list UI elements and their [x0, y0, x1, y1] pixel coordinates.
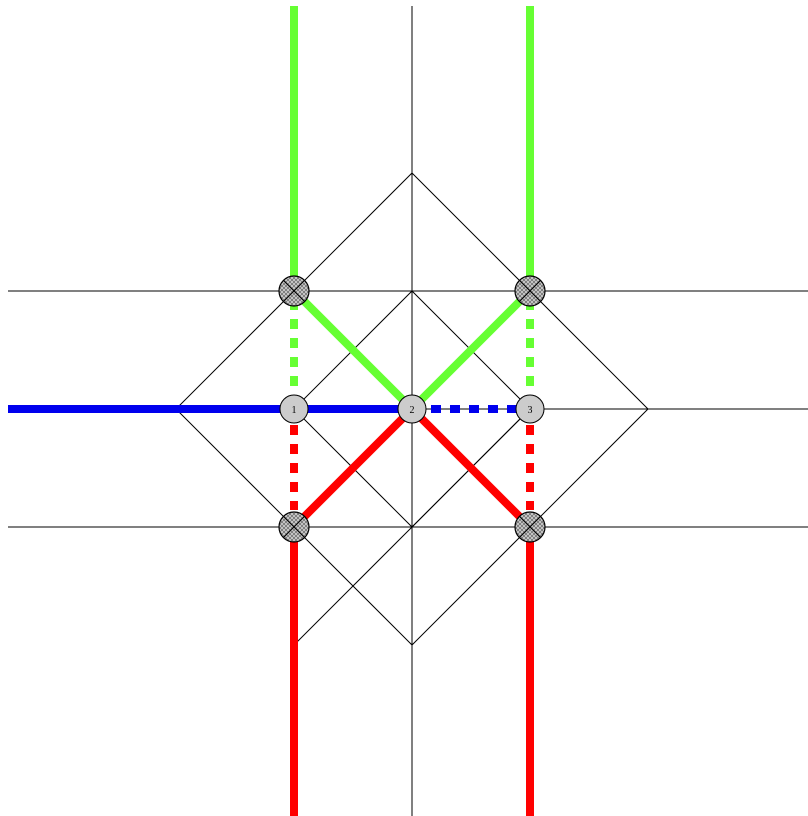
outer-diamond: [175, 172, 649, 646]
crossed-node-top-right: [514, 275, 546, 307]
green-path: [290, 6, 534, 412]
crossed-circle-icon: [283, 516, 305, 538]
green-diagonal-left: [291, 288, 415, 412]
red-diagonal-left: [291, 406, 415, 530]
crossed-circle-icon: [519, 280, 541, 302]
crossed-node-top-left: [278, 275, 310, 307]
node-1: 1: [279, 394, 309, 424]
node-3: 3: [515, 394, 545, 424]
crossed-circle-icon: [283, 280, 305, 302]
node-3-label: 3: [528, 405, 533, 416]
diagonal-lower-left: [293, 408, 531, 646]
crossed-node-bottom-left: [278, 511, 310, 543]
crossed-circle-icon: [519, 516, 541, 538]
crossed-node-bottom-right: [514, 511, 546, 543]
green-diagonal-right: [409, 288, 533, 412]
node-2-label: 2: [410, 405, 415, 416]
numbered-nodes: 1 2 3: [279, 394, 545, 424]
crossed-nodes: [278, 275, 546, 543]
node-2: 2: [397, 394, 427, 424]
node-1-label: 1: [292, 405, 297, 416]
red-diagonal-right: [409, 406, 533, 530]
red-path: [290, 406, 534, 816]
